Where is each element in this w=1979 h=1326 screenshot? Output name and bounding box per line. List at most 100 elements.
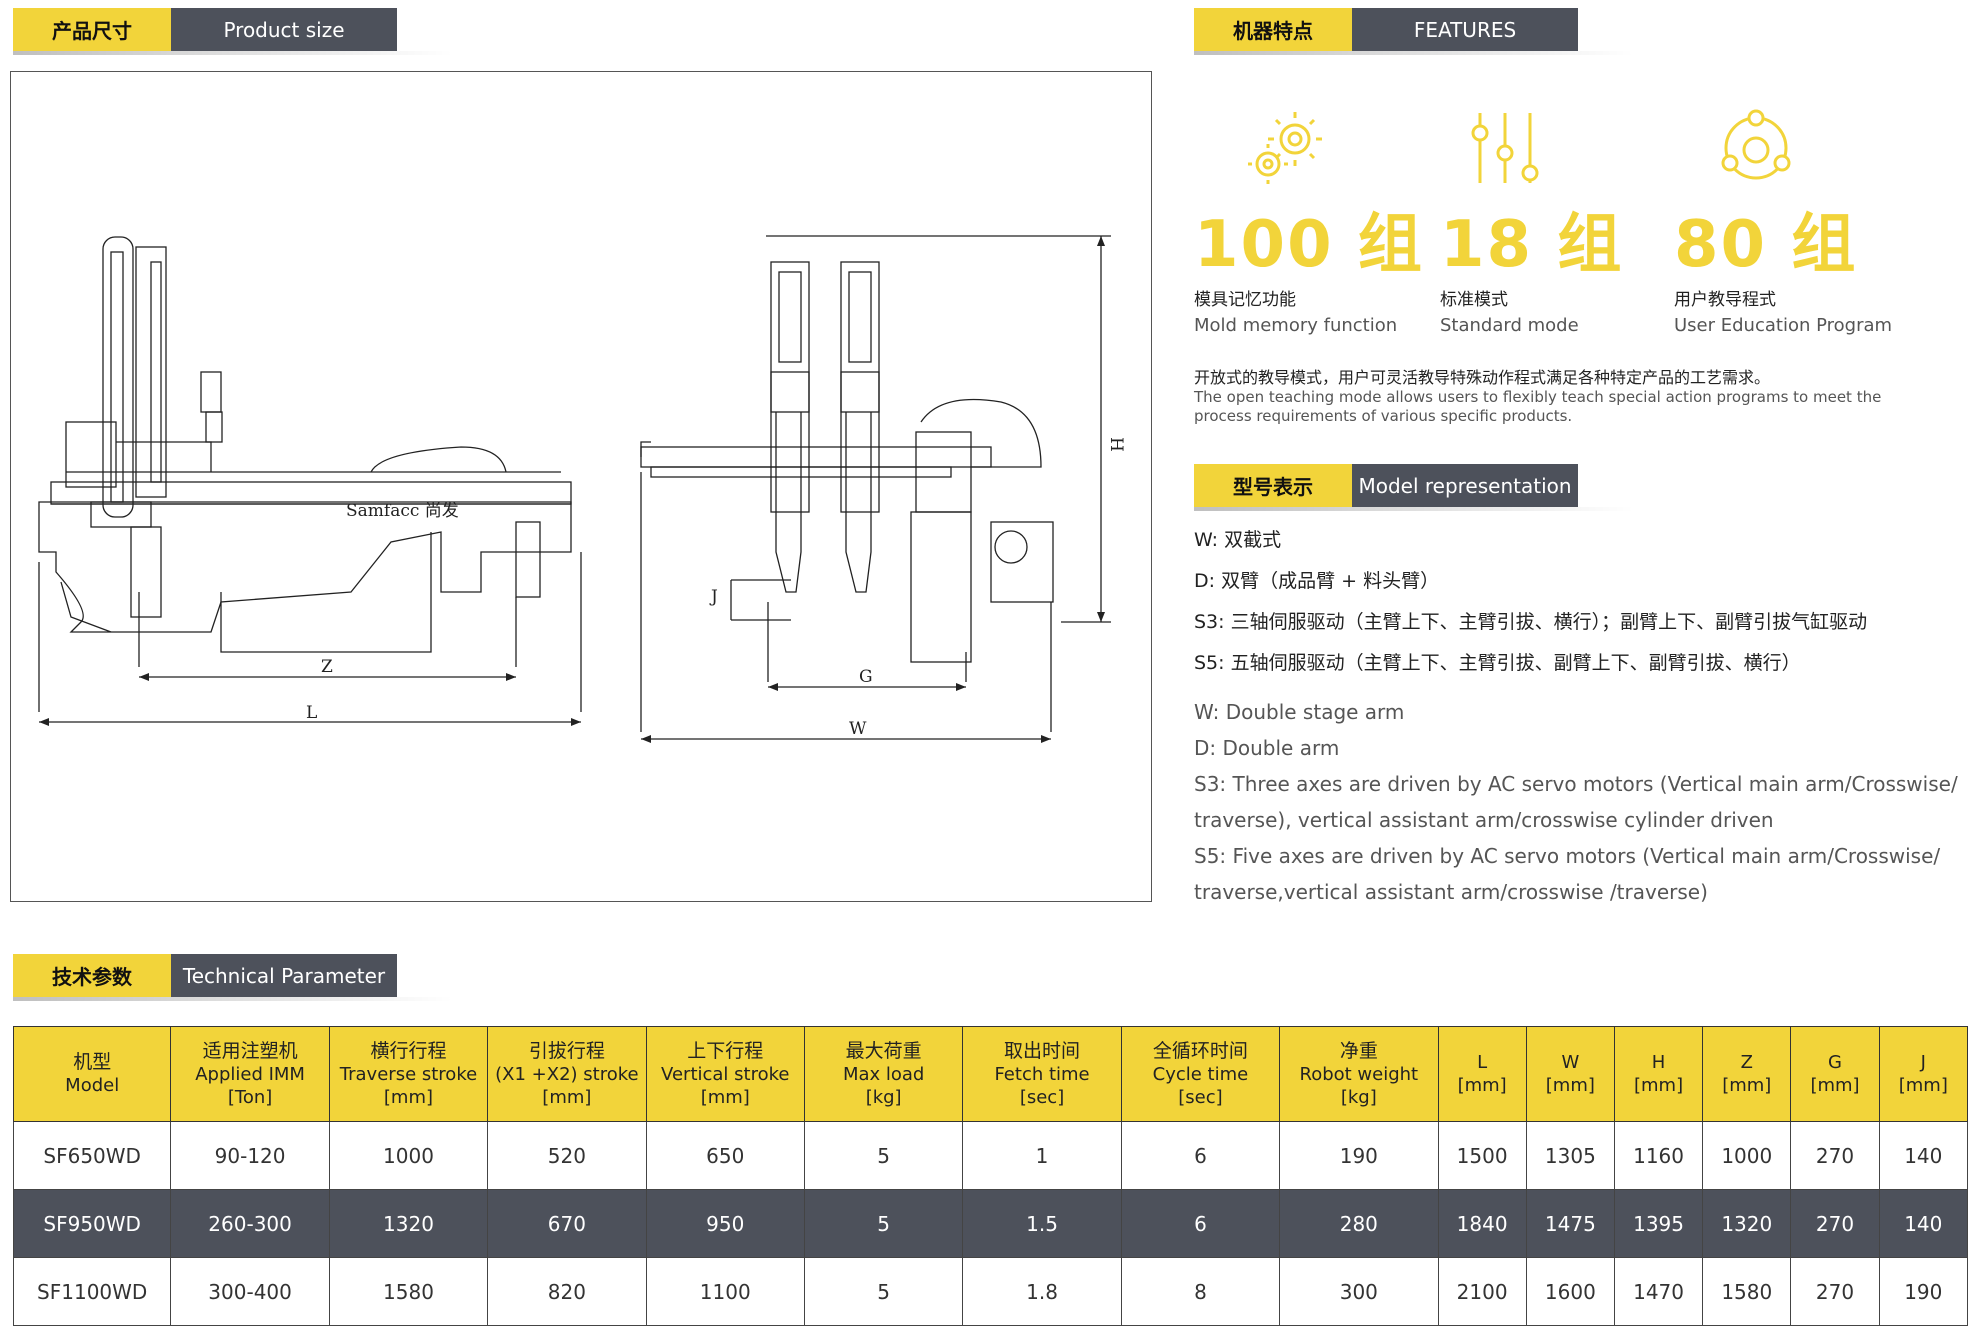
table-cell: 1600 (1525, 1257, 1615, 1326)
model-representation-header: 型号表示 Model representation (1194, 464, 1578, 507)
feature-title-en: Mold memory function (1194, 315, 1398, 336)
table-cell: 190 (1878, 1257, 1969, 1326)
table-cell: 1160 (1613, 1121, 1704, 1190)
model-line-zh: S3: 三轴伺服驱动（主臂上下、主臂引拔、横行）；副臂上下、副臂引拔气缸驱动 (1194, 611, 1868, 633)
section-title-zh: 技术参数 (13, 954, 171, 997)
column-header: H[mm] (1613, 1026, 1704, 1122)
column-header-unit: [mm] (700, 1086, 750, 1108)
table-cell: 1 (962, 1121, 1122, 1190)
section-title-en: Technical Parameter (171, 954, 397, 997)
column-header-unit: [kg] (1340, 1086, 1377, 1108)
table-cell: 1580 (328, 1257, 489, 1326)
column-header-zh: 最大荷重 (845, 1039, 922, 1062)
column-header-zh: 引拔行程 (528, 1039, 605, 1062)
dim-l-label: L (306, 703, 317, 723)
section-title-en: Model representation (1352, 464, 1578, 507)
column-header-en: Vertical stroke (661, 1063, 790, 1085)
column-header-en: W (1561, 1052, 1580, 1073)
product-size-header: 产品尺寸 Product size (13, 8, 397, 51)
column-header-en: Model (65, 1075, 120, 1096)
feature-standard-mode: 18 组 标准模式 Standard mode (1440, 213, 1623, 336)
features-header: 机器特点 FEATURES (1194, 8, 1578, 51)
table-cell: 5 (803, 1121, 964, 1190)
table-cell: 280 (1279, 1189, 1439, 1258)
column-header-zh: 取出时间 (1004, 1039, 1081, 1062)
column-header-en: H (1651, 1052, 1666, 1073)
dim-h-label: H (1106, 437, 1126, 452)
column-header-en: (X1 +X2) stroke (495, 1063, 639, 1085)
feature-number: 100 组 (1194, 208, 1424, 282)
table-cell: 1.5 (962, 1189, 1122, 1258)
table-cell: 520 (487, 1121, 647, 1190)
column-header: L[mm] (1437, 1026, 1527, 1122)
section-title-zh: 型号表示 (1194, 464, 1352, 507)
feature-user-education: 80 组 用户教导程式 User Education Program (1674, 213, 1892, 336)
feature-number: 18 组 (1440, 208, 1624, 282)
technical-parameter-header: 技术参数 Technical Parameter (13, 954, 397, 997)
model-line-en: D: Double arm (1194, 736, 1340, 760)
model-representation-list: W: 双截式 D: 双臂（成品臂 + 料头臂） S3: 三轴伺服驱动（主臂上下、… (1194, 520, 1964, 910)
table-cell: 1000 (1702, 1121, 1792, 1190)
table-cell: 300 (1279, 1257, 1439, 1326)
model-line-zh: S5: 五轴伺服驱动（主臂上下、主臂引拔、副臂上下、副臂引拔、横行） (1194, 652, 1801, 674)
dim-j-label: J (709, 587, 718, 607)
column-header-unit: [mm] (1457, 1075, 1507, 1096)
table-cell: 1500 (1437, 1121, 1527, 1190)
table-cell: 1395 (1613, 1189, 1704, 1258)
section-title-zh: 产品尺寸 (13, 8, 171, 51)
column-header-en: Applied IMM (195, 1063, 305, 1085)
column-header-unit: [mm] (1810, 1075, 1860, 1096)
column-header: Z[mm] (1702, 1026, 1792, 1122)
table-cell: 190 (1279, 1121, 1439, 1190)
feature-title-zh: 用户教导程式 (1674, 290, 1776, 310)
model-line-en: W: Double stage arm (1194, 700, 1405, 724)
table-cell: 260-300 (170, 1189, 330, 1258)
table-cell: 650 (645, 1121, 805, 1190)
table-cell: 270 (1790, 1121, 1880, 1190)
feature-title-en: Standard mode (1440, 315, 1579, 336)
table-cell: 140 (1878, 1121, 1969, 1190)
table-cell: 90-120 (170, 1121, 330, 1190)
table-cell: 1470 (1613, 1257, 1704, 1326)
column-header: W[mm] (1525, 1026, 1615, 1122)
column-header-en: L (1477, 1052, 1488, 1073)
model-line-en: S5: Five axes are driven by AC servo mot… (1194, 844, 1941, 868)
column-header-en: G (1828, 1052, 1842, 1073)
column-header-unit: [sec] (1019, 1086, 1065, 1108)
column-header-unit: [mm] (1722, 1075, 1772, 1096)
table-cell: 1.8 (962, 1257, 1122, 1326)
column-header-zh: 上下行程 (687, 1039, 764, 1062)
product-drawing: Samfacc 尚发 Z L G W H J (10, 71, 1152, 902)
model-line-en: traverse,vertical assistant arm/crosswis… (1194, 880, 1708, 904)
table-cell: 670 (487, 1189, 647, 1258)
column-header-unit: [mm] (383, 1086, 434, 1108)
table-cell: 2100 (1437, 1257, 1527, 1326)
table-cell: 1100 (645, 1257, 805, 1326)
table-cell: SF650WD (12, 1121, 172, 1190)
gears-icon (1248, 112, 1322, 184)
model-line-zh: W: 双截式 (1194, 529, 1282, 551)
feature-number: 80 组 (1674, 208, 1858, 282)
column-header: J[mm] (1878, 1026, 1969, 1122)
feature-title-zh: 模具记忆功能 (1194, 290, 1296, 310)
table-cell: 820 (487, 1257, 647, 1326)
column-header-unit: [sec] (1178, 1086, 1223, 1108)
dim-z-label: Z (321, 657, 333, 677)
section-title-en: FEATURES (1352, 8, 1578, 51)
table-cell: 270 (1790, 1189, 1880, 1258)
table-cell: 140 (1878, 1189, 1969, 1258)
table-cell: 1840 (1437, 1189, 1527, 1258)
column-header-zh: 横行行程 (370, 1039, 447, 1062)
column-header-zh: 全循环时间 (1152, 1039, 1248, 1062)
table-cell: 1000 (328, 1121, 489, 1190)
column-header-unit: [mm] (542, 1086, 592, 1108)
